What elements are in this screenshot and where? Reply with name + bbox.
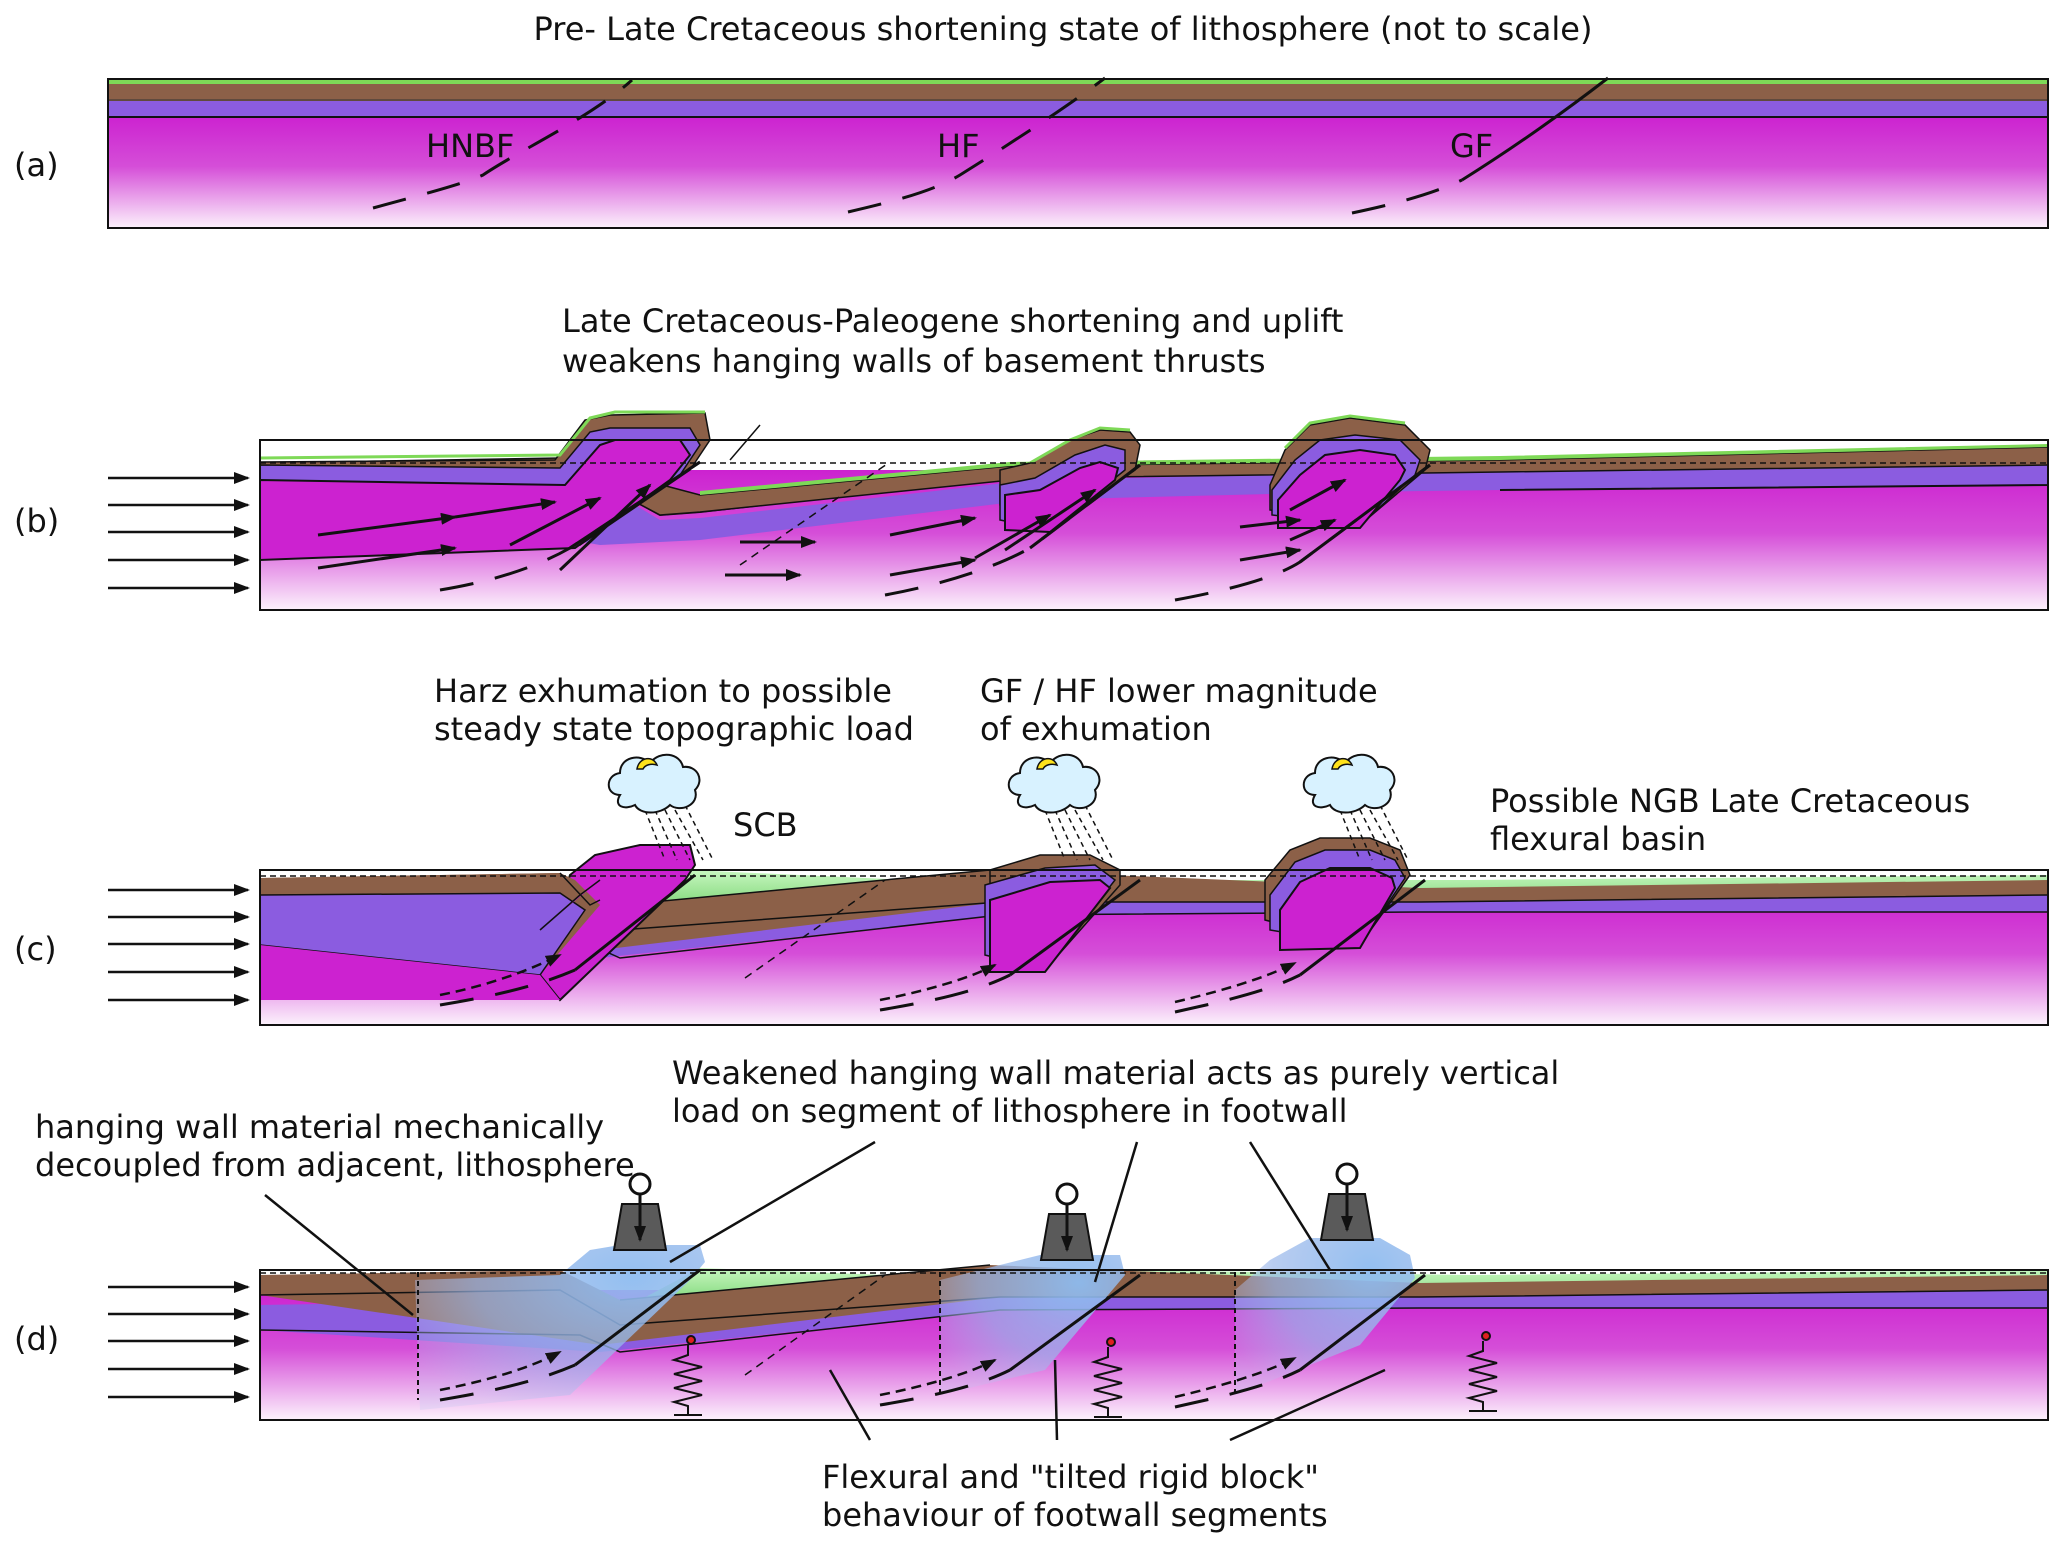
panel-c-caption-mid-line-1: GF / HF lower magnitude — [980, 672, 1378, 710]
panel-c-caption-left-line-2: steady state topographic load — [434, 710, 914, 748]
weakened-hanging-wall — [415, 1245, 705, 1410]
fault-hnbf — [372, 78, 634, 210]
panel-c-label: (c) — [14, 930, 57, 968]
panel-c: Harz exhumation to possible steady state… — [14, 672, 2049, 1026]
leader-lines — [264, 1140, 1386, 1442]
panel-d-frame — [259, 1269, 2049, 1421]
shortening-arrows-d — [108, 1281, 250, 1403]
surface-sediment-layer — [108, 79, 2048, 84]
panel-b-caption-line-1: Late Cretaceous-Paleogene shortening and… — [562, 302, 1343, 340]
panel-d-caption-bottom-line-2: behaviour of footwall segments — [822, 1496, 1328, 1534]
panel-a-caption: Pre- Late Cretaceous shortening state of… — [534, 10, 1593, 48]
panel-d-caption-top-line-2: load on segment of lithosphere in footwa… — [672, 1092, 1347, 1130]
spring-icon — [1090, 1337, 1123, 1418]
panel-d-caption-top-line-1: Weakened hanging wall material acts as p… — [672, 1054, 1559, 1092]
panel-d-caption-left-line-2: decoupled from adjacent, lithosphere — [35, 1146, 635, 1184]
panel-c-caption-right-line-2: flexural basin — [1490, 820, 1706, 858]
shortening-arrows-b — [108, 472, 250, 594]
panel-d-caption-left-line-1: hanging wall material mechanically — [35, 1108, 604, 1146]
spring-icon — [1465, 1331, 1498, 1412]
rain-cloud-icon — [1302, 753, 1409, 861]
panel-d: hanging wall material mechanically decou… — [14, 1054, 2049, 1534]
panel-c-caption-left-line-1: Harz exhumation to possible — [434, 672, 892, 710]
scb-label: SCB — [733, 806, 798, 844]
fault-gf — [1351, 76, 1609, 215]
rain-cloud-icon — [1007, 753, 1114, 861]
rain-cloud-icon — [607, 753, 714, 861]
panel-c-frame — [259, 869, 2049, 1026]
panel-d-label: (d) — [14, 1320, 59, 1358]
panel-b: Late Cretaceous-Paleogene shortening and… — [14, 302, 2049, 611]
panel-b-caption-line-2: weakens hanging walls of basement thrust… — [562, 342, 1266, 380]
fault-label-gf: GF — [1450, 127, 1493, 165]
weakened-hanging-wall — [1235, 1238, 1415, 1395]
panel-a-frame — [107, 78, 2049, 229]
lithosphere-mantle — [108, 116, 2048, 228]
weight-load-icon — [612, 1172, 668, 1251]
spring-icon — [670, 1335, 703, 1416]
panel-a-label: (a) — [14, 146, 59, 184]
fault-label-hnbf: HNBF — [426, 127, 514, 165]
brown-sediment-layer — [108, 83, 2048, 101]
purple-crust-layer — [108, 100, 2048, 117]
fault-label-hf: HF — [937, 127, 979, 165]
panel-c-caption-mid-line-2: of exhumation — [980, 710, 1212, 748]
panel-d-caption-bottom-line-1: Flexural and "tilted rigid block" — [822, 1458, 1319, 1496]
weight-load-icon — [1039, 1182, 1095, 1261]
panel-a: Pre- Late Cretaceous shortening state of… — [14, 10, 2049, 229]
panel-b-frame — [259, 439, 2049, 611]
weight-load-icon — [1319, 1162, 1375, 1241]
panel-b-label: (b) — [14, 502, 59, 540]
fault-hf — [847, 76, 1106, 214]
panel-c-caption-right-line-1: Possible NGB Late Cretaceous — [1490, 782, 1970, 820]
shortening-arrows-c — [108, 884, 250, 1006]
